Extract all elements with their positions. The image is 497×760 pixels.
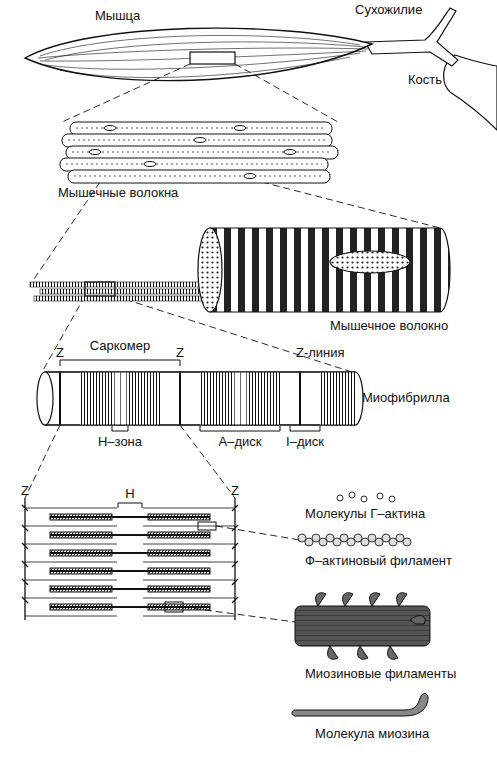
sarcomere-detail xyxy=(22,498,238,620)
part-label: Ф–актиновый филамент xyxy=(305,553,452,568)
part-label: Миофибрилла xyxy=(362,390,450,405)
myosin-molecule xyxy=(292,694,428,717)
myosin-filament xyxy=(295,593,430,660)
part-label: Z xyxy=(231,483,239,498)
whole-muscle xyxy=(25,8,497,130)
part-label: I–диск xyxy=(286,434,324,449)
g-actin xyxy=(337,492,395,502)
part-label: Сухожилие xyxy=(355,2,422,17)
myofibril xyxy=(37,372,363,425)
part-label: Мышца xyxy=(95,8,140,23)
part-label: Z-линия xyxy=(296,345,345,360)
part-label: Н xyxy=(125,486,134,501)
part-label: Мышечные волокна xyxy=(58,185,178,200)
zoom-lines xyxy=(25,64,440,622)
part-label: Z xyxy=(56,345,64,360)
part-label: Миозиновые филаменты xyxy=(305,666,456,681)
part-label: Кость xyxy=(408,72,442,87)
part-label: Мышечное волокно xyxy=(330,318,448,333)
fiber-bundle xyxy=(60,122,338,183)
part-label: Z xyxy=(21,483,29,498)
f-actin xyxy=(298,534,411,546)
muscle-fiber xyxy=(30,228,450,312)
part-label: Молекула миозина xyxy=(315,726,429,741)
part-label: Молекулы Г–актина xyxy=(305,506,425,521)
brackets xyxy=(60,360,320,508)
part-label: А–диск xyxy=(219,434,262,449)
part-label: Н–зона xyxy=(98,434,142,449)
part-label: Z xyxy=(176,345,184,360)
part-label: Саркомер xyxy=(90,338,150,353)
